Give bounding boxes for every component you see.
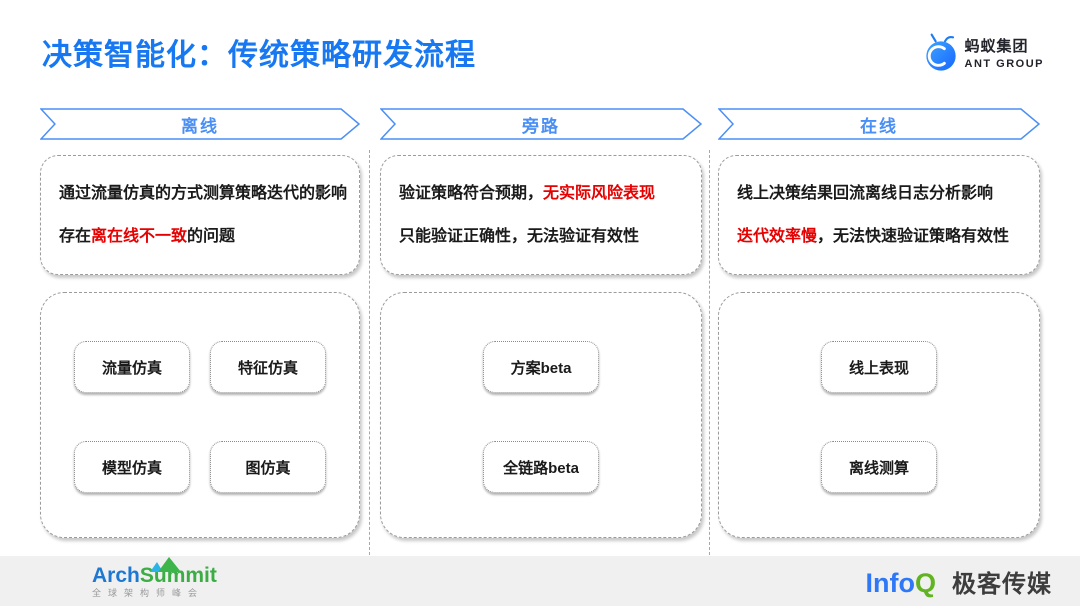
text-segment: 线上决策结果回流离线日志分析影响 [737, 184, 994, 202]
ant-group-name-en: ANT GROUP [964, 57, 1044, 70]
item-label: 图仿真 [245, 459, 291, 477]
text-segment: 存在 [59, 228, 92, 245]
highlight-text: 离在线不一致 [91, 228, 188, 245]
item-box-model-sim: 模型仿真 [74, 441, 190, 493]
item-label: 离线测算 [848, 459, 909, 477]
desc-line: 迭代效率慢，无法快速验证策略有效性 [737, 227, 1021, 246]
infoq-q: Q [914, 567, 936, 598]
item-box-offline-calc: 离线测算 [821, 441, 937, 493]
item-box-traffic-sim: 流量仿真 [74, 341, 190, 393]
item-box-online-performance: 线上表现 [821, 341, 937, 393]
column-divider [709, 150, 710, 555]
text-segment: 通过流量仿真的方式测算策略迭代的影响 [59, 184, 348, 202]
archsummit-logo: ArchSummit 全球架构师峰会 [92, 556, 217, 598]
items-container-offline: 流量仿真 特征仿真 模型仿真 图仿真 [40, 292, 360, 538]
archsummit-subtitle: 全球架构师峰会 [92, 587, 205, 598]
arrow-shape [380, 108, 702, 140]
item-label: 模型仿真 [101, 459, 162, 477]
arrow-shape [40, 108, 360, 140]
desc-box-online: 线上决策结果回流离线日志分析影响 迭代效率慢，无法快速验证策略有效性 [718, 155, 1040, 275]
ant-group-logo: 蚂蚁集团 ANT GROUP [924, 32, 1045, 77]
text-segment: 只能验证正确性，无法验证有效性 [399, 228, 640, 245]
items-container-online: 线上表现 离线测算 [718, 292, 1040, 538]
item-label: 线上表现 [848, 359, 909, 377]
text-segment: 验证策略符合预期， [399, 184, 544, 202]
column-bypass: 旁路 验证策略符合预期，无实际风险表现 只能验证正确性，无法验证有效性 方案be… [380, 108, 702, 538]
desc-box-bypass: 验证策略符合预期，无实际风险表现 只能验证正确性，无法验证有效性 [380, 155, 702, 275]
stage-arrow-bypass: 旁路 [380, 108, 702, 140]
ant-group-wordmark: 蚂蚁集团 ANT GROUP [965, 39, 1045, 70]
column-offline: 离线 通过流量仿真的方式测算策略迭代的影响 存在离在线不一致的问题 流量仿真 特… [40, 108, 360, 538]
item-box-fulllink-beta: 全链路beta [483, 441, 599, 493]
text-segment: 的问题 [187, 228, 236, 245]
item-label: 特征仿真 [237, 359, 298, 377]
item-label: 全链路beta [503, 459, 579, 477]
archsummit-arch: Arch [92, 563, 140, 587]
infoq-info: Info [865, 567, 915, 598]
item-box-graph-sim: 图仿真 [210, 441, 326, 493]
desc-line: 验证策略符合预期，无实际风险表现 [399, 184, 683, 203]
column-online: 在线 线上决策结果回流离线日志分析影响 迭代效率慢，无法快速验证策略有效性 线上… [718, 108, 1040, 538]
item-label: 方案beta [510, 359, 572, 377]
items-container-bypass: 方案beta 全链路beta [380, 292, 702, 538]
text-segment: ，无法快速验证策略有效性 [817, 228, 1010, 245]
column-divider [369, 150, 370, 555]
page-title: 决策智能化：传统策略研发流程 [42, 39, 476, 72]
stage-label: 在线 [860, 116, 898, 136]
mountain-icon [148, 556, 188, 576]
item-box-plan-beta: 方案beta [483, 341, 599, 393]
desc-line: 存在离在线不一致的问题 [59, 227, 341, 246]
desc-line: 线上决策结果回流离线日志分析影响 [737, 184, 1021, 203]
arrow-shape [718, 108, 1040, 140]
infoq-media-name: 极客传媒 [952, 570, 1052, 598]
stage-label: 旁路 [522, 116, 560, 136]
ant-group-name-cn: 蚂蚁集团 [964, 38, 1029, 56]
ant-group-icon [924, 32, 958, 77]
stage-label: 离线 [181, 116, 219, 136]
stage-arrow-online: 在线 [718, 108, 1040, 140]
stage-arrow-offline: 离线 [40, 108, 360, 140]
desc-line: 只能验证正确性，无法验证有效性 [399, 227, 683, 246]
item-label: 流量仿真 [101, 359, 162, 377]
desc-box-offline: 通过流量仿真的方式测算策略迭代的影响 存在离在线不一致的问题 [40, 155, 360, 275]
item-box-feature-sim: 特征仿真 [210, 341, 326, 393]
highlight-text: 迭代效率慢 [737, 228, 818, 245]
desc-line: 通过流量仿真的方式测算策略迭代的影响 [59, 184, 347, 203]
highlight-text: 无实际风险表现 [543, 184, 656, 202]
